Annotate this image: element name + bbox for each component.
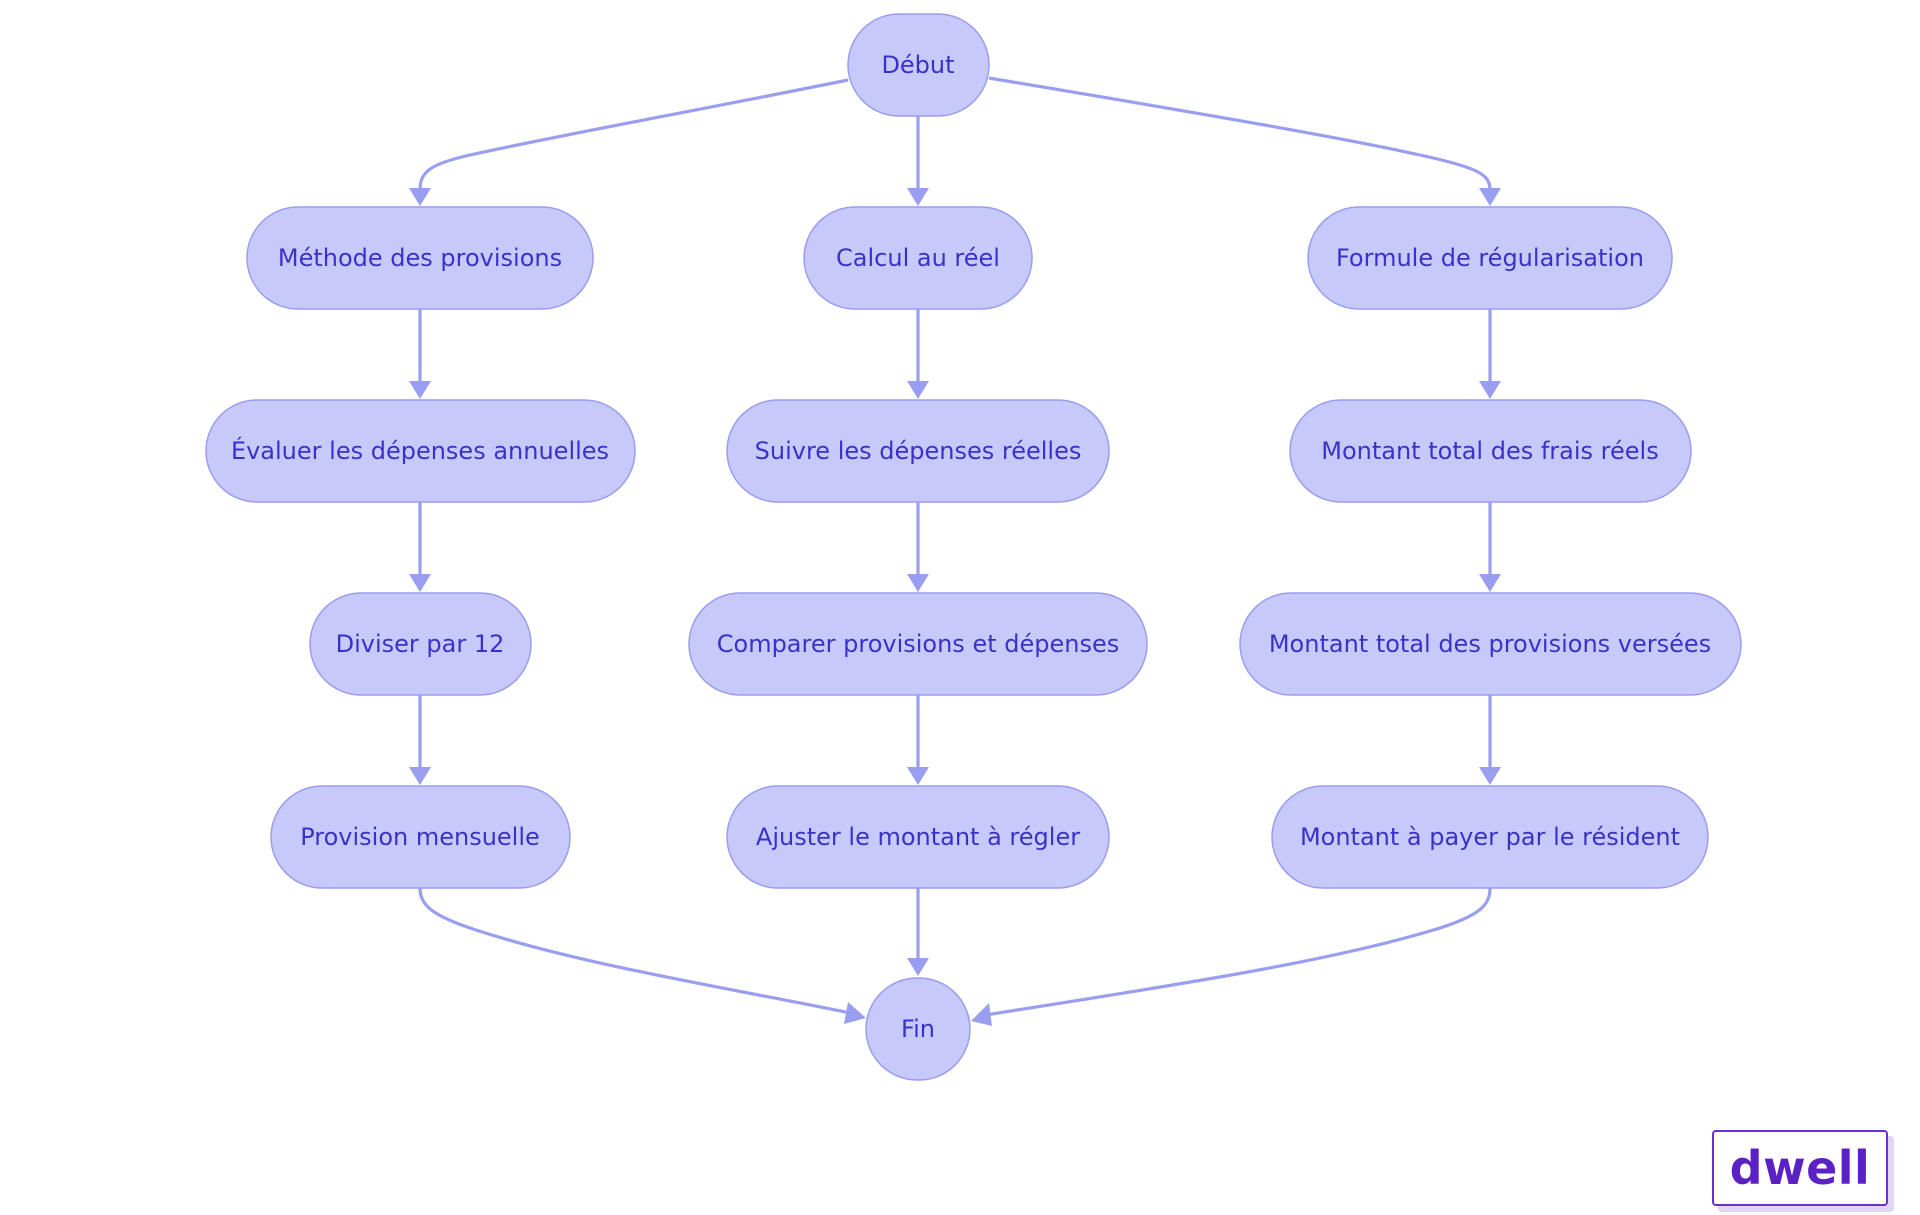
node-diviser-12[interactable]: Diviser par 12: [309, 592, 532, 696]
node-comparer-label: Comparer provisions et dépenses: [717, 630, 1119, 658]
arrowhead-b1: [907, 188, 929, 206]
dwell-logo-text: dwell: [1729, 1141, 1871, 1195]
node-suivre-depenses-label: Suivre les dépenses réelles: [755, 437, 1082, 465]
node-montant-resident[interactable]: Montant à payer par le résident: [1271, 785, 1709, 889]
node-formule-regularisation[interactable]: Formule de régularisation: [1307, 206, 1673, 310]
node-frais-reels-label: Montant total des frais réels: [1321, 437, 1658, 465]
node-formule-regularisation-label: Formule de régularisation: [1336, 244, 1644, 272]
arrowhead-c3: [1479, 574, 1501, 592]
node-fin-label: Fin: [901, 1015, 935, 1043]
node-debut[interactable]: Début: [847, 13, 990, 117]
edge-start-a1: [418, 78, 849, 191]
node-provisions-versees[interactable]: Montant total des provisions versées: [1239, 592, 1742, 696]
dwell-logo: dwell: [1712, 1130, 1888, 1206]
arrowhead-a1: [409, 188, 431, 206]
node-ajuster-montant[interactable]: Ajuster le montant à régler: [726, 785, 1110, 889]
node-fin[interactable]: Fin: [865, 977, 971, 1081]
arrowhead-end-center: [907, 958, 929, 976]
arrowhead-c4: [1479, 767, 1501, 785]
node-debut-label: Début: [881, 51, 954, 79]
node-methode-provisions[interactable]: Méthode des provisions: [246, 206, 594, 310]
arrowhead-end-left: [844, 1002, 866, 1024]
node-comparer[interactable]: Comparer provisions et dépenses: [688, 592, 1148, 696]
arrowhead-a4: [409, 767, 431, 785]
node-frais-reels[interactable]: Montant total des frais réels: [1289, 399, 1692, 503]
arrowhead-b4: [907, 767, 929, 785]
node-evaluer-depenses[interactable]: Évaluer les dépenses annuelles: [205, 399, 636, 503]
nodes-layer: Début Méthode des provisions Calcul au r…: [205, 13, 1742, 1081]
node-provision-mensuelle-label: Provision mensuelle: [300, 823, 540, 851]
node-ajuster-montant-label: Ajuster le montant à régler: [756, 823, 1080, 851]
node-methode-provisions-label: Méthode des provisions: [278, 244, 562, 272]
edge-start-c1: [988, 76, 1492, 191]
node-evaluer-depenses-label: Évaluer les dépenses annuelles: [231, 436, 609, 465]
node-montant-resident-label: Montant à payer par le résident: [1300, 823, 1680, 851]
node-suivre-depenses[interactable]: Suivre les dépenses réelles: [726, 399, 1110, 503]
node-calcul-reel-label: Calcul au réel: [836, 244, 1000, 272]
edge-c4-end: [985, 887, 1492, 1017]
node-diviser-12-label: Diviser par 12: [336, 630, 505, 658]
node-provision-mensuelle[interactable]: Provision mensuelle: [270, 785, 571, 889]
arrowhead-a3: [409, 574, 431, 592]
arrowhead-b3: [907, 574, 929, 592]
arrowhead-b2: [907, 381, 929, 399]
arrowhead-c1: [1479, 188, 1501, 206]
arrowhead-end-right: [971, 1003, 992, 1026]
node-calcul-reel[interactable]: Calcul au réel: [803, 206, 1033, 310]
node-provisions-versees-label: Montant total des provisions versées: [1269, 630, 1711, 658]
arrowhead-a2: [409, 381, 431, 399]
arrowhead-c2: [1479, 381, 1501, 399]
edge-a4-end: [418, 887, 851, 1015]
edges-layer: [409, 76, 1501, 1026]
